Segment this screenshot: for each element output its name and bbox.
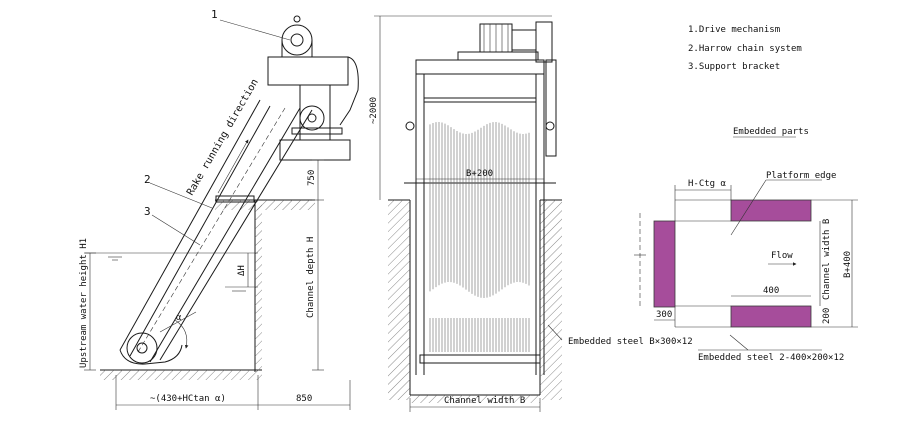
embedded-steel-b-label: Embedded steel B×300×12 <box>568 337 693 347</box>
bottom-dim-label: ~(430+HCtan α) <box>150 394 226 404</box>
callout-1: 1 <box>211 8 218 21</box>
embedded-parts-title: Embedded parts <box>733 127 809 137</box>
front-frame <box>404 21 557 375</box>
drive-mechanism <box>215 15 359 203</box>
legend-item-2: 2.Harrow chain system <box>688 44 802 54</box>
front-channel-width-label: Channel width B <box>444 396 525 406</box>
alpha-label: α <box>176 313 182 323</box>
dim-750: 750 <box>307 170 317 186</box>
h-ctg-label: H-Ctg α <box>688 179 727 189</box>
legend-item-1: 1.Drive mechanism <box>688 25 780 35</box>
embedded-steel-2-label: Embedded steel 2-400×200×12 <box>698 353 844 363</box>
flow-label: Flow <box>771 251 793 261</box>
dim-200-label: 200 <box>822 308 832 324</box>
embedded-plate-bottom <box>730 305 812 328</box>
dim-300-label: 300 <box>656 310 672 320</box>
side-dimensions: 750 Channel depth H ΔH Upstream water he… <box>79 159 351 410</box>
water-level <box>85 252 258 292</box>
upstream-height-label: Upstream water height H1 <box>79 238 89 368</box>
dim-850-label: 850 <box>296 394 312 404</box>
harrow-chain-frame <box>119 99 313 365</box>
embedded-plate-top <box>730 199 812 222</box>
embedded-parts: Embedded parts H-Ctg α Platform edge Flo… <box>634 127 858 363</box>
emb-channel-width-label: Channel width B <box>822 219 832 300</box>
b-plus-400-label: B+400 <box>843 251 853 278</box>
side-view: 1 2 3 Rake running direction 750 Channel… <box>79 8 359 410</box>
legend: 1.Drive mechanism 2.Harrow chain system … <box>688 25 802 72</box>
callout-3: 3 <box>144 205 151 218</box>
front-channel <box>388 199 562 403</box>
dim-400-label: 400 <box>763 286 779 296</box>
delta-h-label: ΔH <box>237 265 247 276</box>
rake-direction-label: Rake running direction <box>185 77 261 197</box>
b-plus-200-label: B+200 <box>466 169 493 179</box>
side-ground <box>100 199 315 380</box>
rake-teeth <box>429 122 530 352</box>
height-2000-label: ~2000 <box>369 97 379 124</box>
channel-depth-label: Channel depth H <box>306 237 316 318</box>
platform-edge-label: Platform edge <box>766 171 836 181</box>
embedded-plate-left <box>653 220 676 308</box>
callout-2: 2 <box>144 173 151 186</box>
legend-item-3: 3.Support bracket <box>688 62 780 72</box>
side-callouts: 1 2 3 <box>144 8 291 246</box>
front-view: ~2000 B+200 Channel width B Embedded ste… <box>369 15 693 412</box>
